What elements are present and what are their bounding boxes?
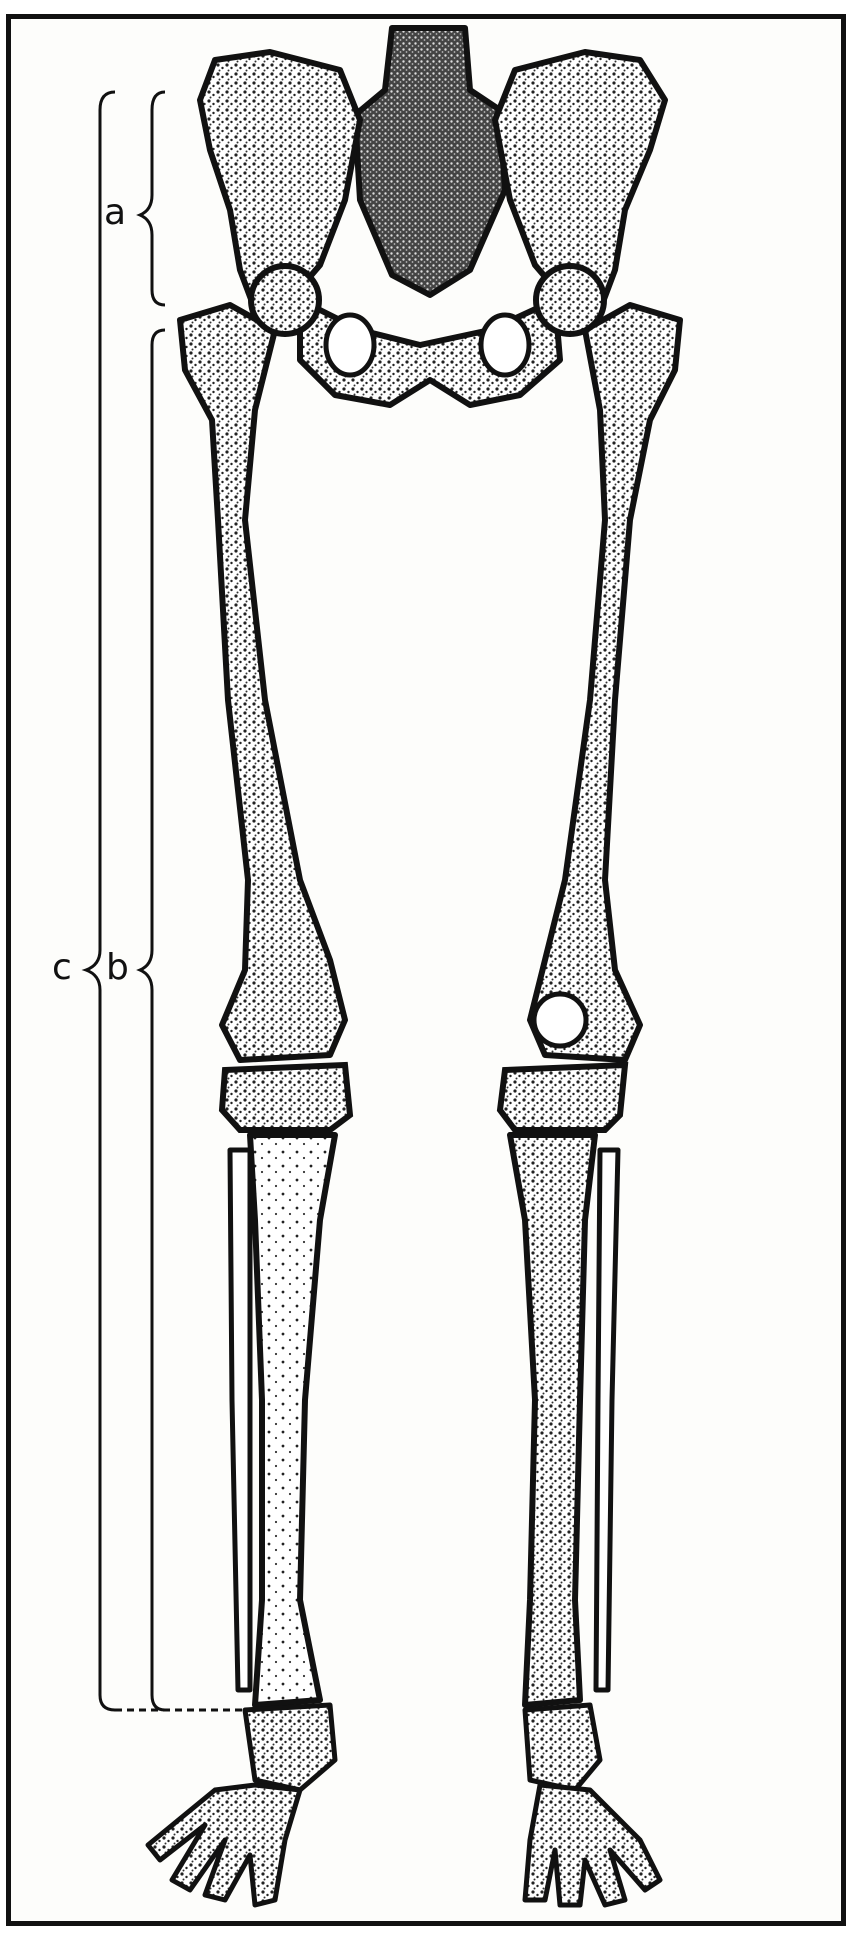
sacrum <box>355 28 505 295</box>
left-ankle <box>245 1705 335 1790</box>
lower-legs <box>230 1135 618 1705</box>
right-ankle <box>525 1705 600 1790</box>
label-b: b <box>106 950 129 986</box>
right-fibula <box>596 1150 618 1690</box>
femurs <box>180 266 680 1060</box>
right-tibia <box>510 1135 595 1705</box>
brace-a <box>140 92 165 305</box>
right-femoral-head <box>536 266 604 334</box>
label-c: c <box>52 950 72 986</box>
left-tibia <box>250 1135 335 1705</box>
left-knee <box>222 1065 350 1130</box>
right-patella <box>534 994 586 1046</box>
left-fibula <box>230 1150 250 1690</box>
right-obturator-foramen <box>481 315 529 375</box>
right-femur <box>530 305 680 1060</box>
left-foot <box>148 1785 300 1905</box>
feet <box>148 1705 660 1905</box>
left-femur <box>180 305 345 1060</box>
right-knee <box>500 1065 625 1130</box>
right-foot <box>525 1785 660 1905</box>
left-femoral-head <box>251 266 319 334</box>
brace-c <box>86 92 115 1710</box>
label-a: a <box>104 195 126 231</box>
left-obturator-foramen <box>326 315 374 375</box>
brace-b <box>140 330 165 1710</box>
